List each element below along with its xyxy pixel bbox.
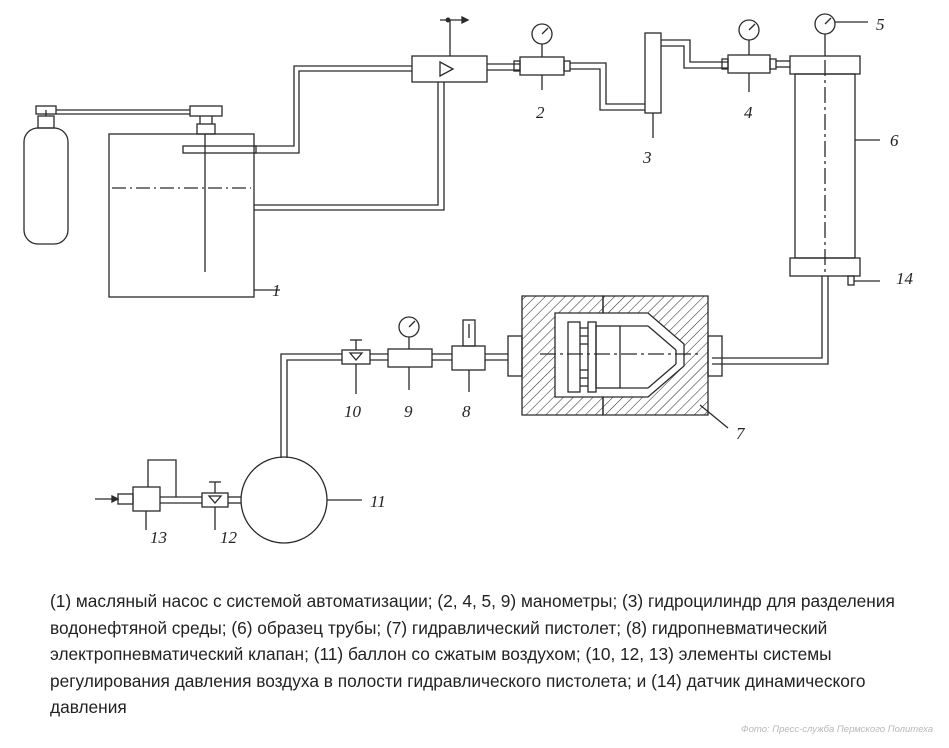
tube-specimen-6 xyxy=(789,55,880,277)
label-14: 14 xyxy=(896,269,914,288)
figure-caption: (1) масляный насос с системой автоматиза… xyxy=(50,591,895,718)
manometer-2 xyxy=(513,23,571,90)
electropneumatic-valve-8 xyxy=(451,319,486,392)
regulator-element-12 xyxy=(201,481,229,530)
label-10: 10 xyxy=(344,402,362,421)
pump-valve xyxy=(411,15,488,83)
label-4: 4 xyxy=(744,103,753,122)
label-12: 12 xyxy=(220,528,238,547)
label-5: 5 xyxy=(876,15,885,34)
regulator-element-13 xyxy=(95,459,177,530)
hydraulic-gun-7 xyxy=(507,295,729,429)
manometer-5 xyxy=(814,13,868,56)
label-11: 11 xyxy=(370,492,386,511)
pump-supply-pipe xyxy=(254,65,445,211)
photo-credit: Фото: Пресс-служба Пермского Политеха xyxy=(741,724,933,735)
label-6: 6 xyxy=(890,131,899,150)
hydraulic-cylinder-3 xyxy=(644,32,662,138)
test-rig-diagram: 1 2 3 4 5 6 7 8 9 10 11 12 13 14 xyxy=(23,13,914,547)
label-7: 7 xyxy=(736,424,746,443)
label-2: 2 xyxy=(536,103,545,122)
manometer-4 xyxy=(721,19,777,92)
air-bottle-11 xyxy=(240,456,362,544)
label-3: 3 xyxy=(642,148,652,167)
label-8: 8 xyxy=(462,402,471,421)
gas-cylinder xyxy=(23,105,190,245)
label-1: 1 xyxy=(272,281,281,300)
oil-pump-reservoir xyxy=(108,105,257,298)
label-13: 13 xyxy=(150,528,167,547)
pressure-sensor-14 xyxy=(847,275,880,286)
manometer-9 xyxy=(387,316,433,390)
label-9: 9 xyxy=(404,402,413,421)
regulator-element-10 xyxy=(341,339,371,394)
